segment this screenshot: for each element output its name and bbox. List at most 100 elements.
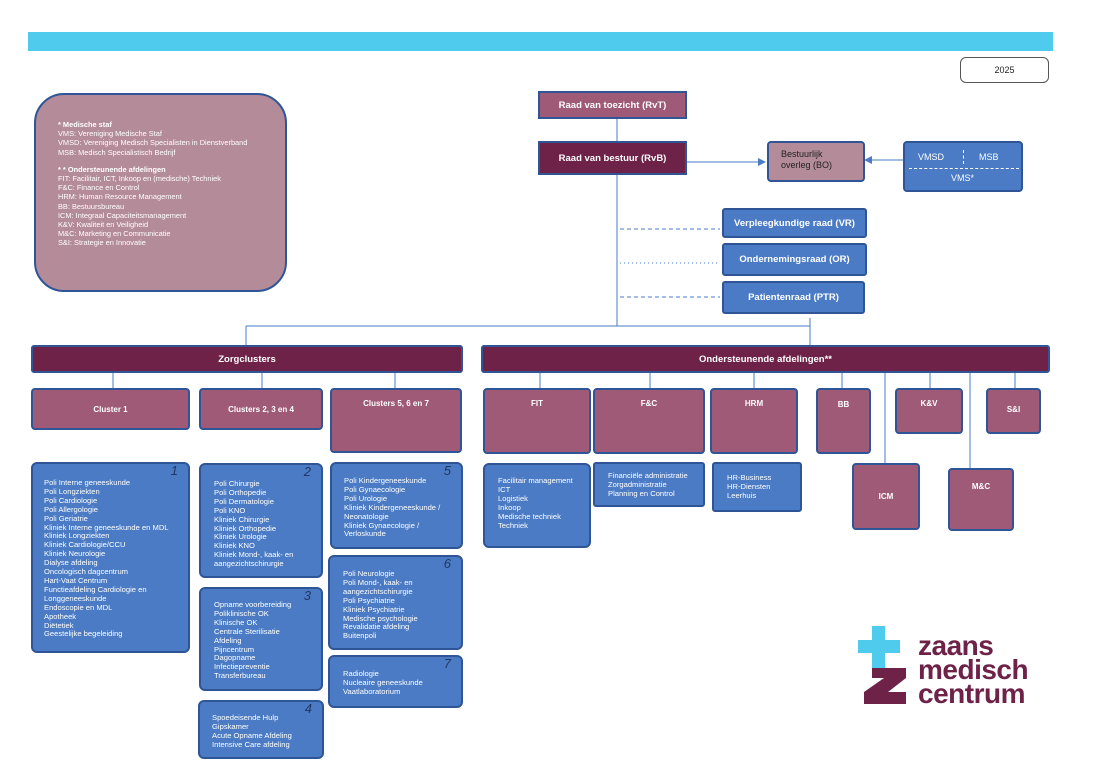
clusters-5-7-header: Clusters 5, 6 en 7	[330, 388, 462, 453]
list-item: Poli Kindergeneeskunde	[344, 476, 427, 485]
list-item: Neonatologie	[344, 511, 389, 521]
vr-box: Verpleegkundige raad (VR)	[722, 208, 867, 238]
legend-item: MSB: Medisch Specialistisch Bedrijf	[58, 147, 176, 157]
list-item: Afdeling	[214, 635, 242, 645]
list-item: Leerhuis	[727, 490, 757, 500]
list-item: Kliniek Orthopedie	[214, 523, 277, 533]
logo-line: medisch	[918, 654, 1029, 685]
list-item: Kliniek Longziekten	[44, 531, 110, 541]
list-item: Poli Mond-, kaak- en	[343, 577, 413, 587]
list-item: Pijncentrum	[214, 644, 255, 654]
list-number: 4	[304, 701, 312, 716]
list-item: Poli Geriatrie	[44, 513, 88, 523]
year-box: 2025	[960, 57, 1049, 83]
bo-box: Bestuurlijk overleg (BO)	[767, 141, 865, 182]
cluster-1-list: 1 Poli Interne geneeskunde Poli Longziek…	[31, 462, 190, 653]
ondersteunend-bar: Ondersteunende afdelingen**	[481, 345, 1050, 373]
list-item: Poli Dermatologie	[214, 496, 274, 506]
list-item: Poli Interne geneeskunde	[44, 478, 131, 487]
list-item: Acute Opname Afdeling	[212, 730, 292, 740]
list-item: Longgeneeskunde	[44, 593, 107, 603]
cluster-3-list: 3 Opname voorbereiding Poliklinische OK …	[199, 587, 323, 691]
list-item: Techniek	[498, 520, 528, 530]
medische-staf-box: VMSD MSB VMS*	[903, 141, 1023, 192]
mc-header: M&C	[948, 468, 1014, 531]
legend-item: FIT: Facilitair, ICT, Inkoop en (medisch…	[58, 174, 221, 184]
cluster-7-list: 7 Radiologie Nucleaire geneeskunde Vaatl…	[328, 655, 463, 708]
list-item: Diëtetiek	[44, 620, 74, 630]
rvb-box: Raad van bestuur (RvB)	[538, 141, 687, 175]
list-item: Financiële administratie	[608, 471, 688, 480]
list-item: Endoscopie en MDL	[44, 602, 113, 612]
legend-item: S&I: Strategie en Innovatie	[58, 238, 146, 248]
legend-item: VMSD: Vereniging Medisch Specialisten in…	[58, 138, 248, 148]
logo-line: zaans	[918, 630, 994, 661]
list-item: Radiologie	[343, 669, 379, 678]
top-accent-bar	[28, 32, 1053, 51]
legend-medische-staf-title: * Medische staf	[58, 120, 112, 129]
fc-header: F&C	[593, 388, 705, 454]
legend-item: M&C: Marketing en Communicatie	[58, 229, 171, 239]
list-item: Poli Neurologie	[343, 569, 395, 578]
cluster-6-list: 6 Poli Neurologie Poli Mond-, kaak- en a…	[328, 555, 463, 650]
list-item: Nucleaire geneeskunde	[343, 677, 423, 687]
legend-item: K&V: Kwaliteit en Veiligheid	[58, 220, 149, 230]
rvt-box: Raad van toezicht (RvT)	[538, 91, 687, 119]
vms-label: VMS*	[951, 173, 975, 183]
list-item: Apotheek	[44, 611, 77, 621]
list-item: Centrale Sterilisatie	[214, 626, 280, 636]
zorgclusters-bar: Zorgclusters	[31, 345, 463, 373]
list-item: Geestelijke begeleiding	[44, 629, 123, 639]
kv-header: K&V	[895, 388, 963, 434]
list-item: Kliniek Psychiatrie	[343, 604, 405, 614]
msb-label: MSB	[979, 152, 999, 162]
list-item: Logistiek	[498, 493, 528, 503]
list-item: Dagopname	[214, 653, 256, 663]
ptr-box: Patientenraad (PTR)	[722, 281, 865, 314]
zmc-logo-mark	[858, 626, 918, 704]
list-item: Kliniek Neurologie	[44, 549, 106, 559]
zmc-logo-text: zaans medisch centrum	[918, 630, 1029, 709]
list-item: Kliniek Interne geneeskunde en MDL	[44, 522, 169, 532]
list-item: Kliniek Gynaecologie /	[344, 520, 420, 530]
list-item: Poli Longziekten	[44, 486, 100, 496]
logo-line: centrum	[918, 678, 1025, 709]
list-item: Medische psychologie	[343, 613, 418, 623]
bb-header: BB	[816, 388, 871, 454]
list-item: Oncologisch dagcentrum	[44, 567, 128, 577]
list-number: 1	[170, 463, 178, 478]
icm-header: ICM	[852, 463, 920, 530]
list-number: 6	[443, 556, 451, 571]
list-number: 3	[303, 588, 311, 603]
list-number: 5	[443, 463, 451, 478]
list-number: 7	[443, 656, 451, 671]
list-item: Inkoop	[498, 502, 521, 512]
list-item: Kliniek Cardiologie/CCU	[44, 540, 126, 550]
legend-box: * Medische staf VMS: Vereniging Medische…	[34, 93, 287, 292]
list-item: Dialyse afdeling	[44, 558, 98, 568]
list-item: HR-Business	[727, 473, 772, 482]
list-item: aangezichtschirurgie	[214, 559, 284, 569]
list-item: Infectiepreventie	[214, 662, 270, 672]
fit-header: FIT	[483, 388, 591, 454]
or-box: Ondernemingsraad (OR)	[722, 243, 867, 276]
hrm-list: HR-Business HR-Diensten Leerhuis	[712, 462, 802, 512]
list-item: Kliniek Kindergeneeskunde /	[344, 502, 441, 512]
list-item: Medische techniek	[498, 511, 561, 521]
legend-item: ICM: Integraal Capaciteitsmanagement	[58, 210, 187, 220]
fc-list: Financiële administratie Zorgadministrat…	[593, 462, 705, 507]
list-item: Poli KNO	[214, 505, 246, 515]
list-item: Facilitair management	[498, 476, 573, 485]
list-number: 2	[303, 464, 311, 479]
list-item: Kliniek Urologie	[214, 532, 267, 542]
cluster-5-list: 5 Poli Kindergeneeskunde Poli Gynaecolog…	[330, 462, 463, 549]
divider	[909, 168, 1019, 169]
list-item: Poli Chirurgie	[214, 479, 260, 488]
legend-ondersteunend-title: * * Ondersteunende afdelingen	[58, 164, 166, 174]
fit-list: Facilitair management ICT Logistiek Inko…	[483, 463, 591, 548]
list-item: aangezichtschirurgie	[343, 586, 413, 596]
cluster-2-list: 2 Poli Chirurgie Poli Orthopedie Poli De…	[199, 463, 323, 578]
list-item: Gipskamer	[212, 721, 249, 731]
list-item: Poli Urologie	[344, 493, 388, 503]
